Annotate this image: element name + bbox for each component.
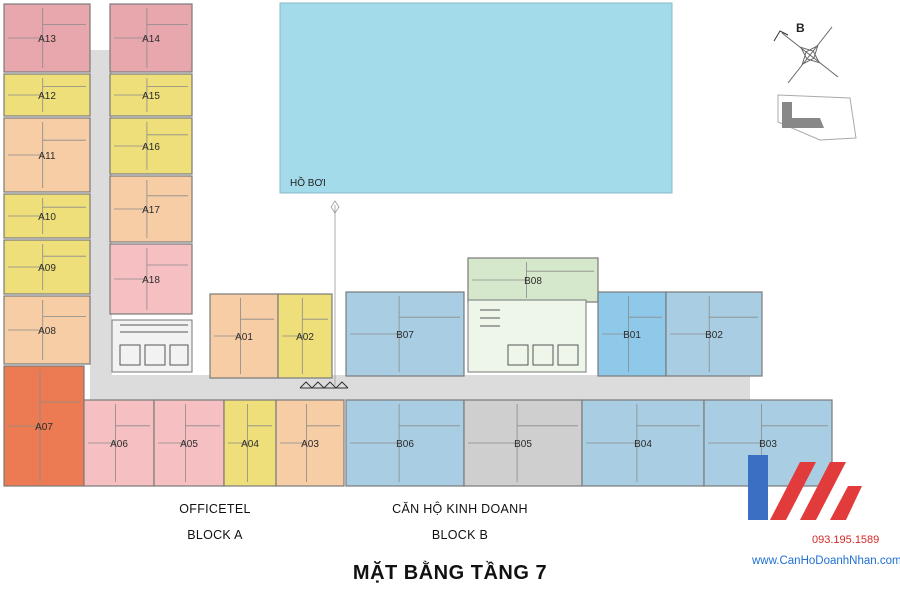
unit-a17: A17 (109, 175, 193, 243)
caption-block-a: BLOCK A (187, 528, 243, 542)
unit-a01: A01 (209, 293, 279, 379)
unit-b07: B07 (345, 291, 465, 377)
unit-a03: A03 (275, 399, 345, 487)
unit-label: B05 (514, 439, 532, 450)
unit-label: A01 (235, 332, 253, 343)
unit-b06: B06 (345, 399, 465, 487)
unit-label: B02 (705, 330, 723, 341)
unit-a18: A18 (109, 243, 193, 315)
pool-label: HỒ BƠI (290, 176, 326, 189)
caption-officetel: OFFICETEL (179, 502, 251, 516)
unit-label: A16 (142, 142, 160, 153)
swimming-pool (279, 2, 673, 194)
caption-can-ho-kinh-doanh: CĂN HỘ KINH DOANH (392, 502, 528, 516)
unit-walls (8, 244, 86, 290)
unit-a07: A07 (3, 365, 85, 487)
unit-label: B04 (634, 439, 652, 450)
core-block-b (467, 299, 587, 373)
unit-label: A12 (38, 91, 56, 102)
unit-walls (8, 8, 86, 68)
unit-b02: B02 (665, 291, 763, 377)
unit-label: B08 (524, 276, 542, 287)
unit-walls (114, 180, 188, 238)
unit-walls (8, 122, 86, 188)
unit-a04: A04 (223, 399, 277, 487)
unit-walls (350, 296, 460, 372)
unit-walls (114, 78, 188, 112)
unit-walls (8, 198, 86, 234)
unit-label: A18 (142, 275, 160, 286)
watermark-logo-icon (748, 455, 862, 520)
watermark-site: www.CanHoDoanhNhan.com (752, 555, 900, 567)
unit-a06: A06 (83, 399, 155, 487)
unit-label: A09 (38, 263, 56, 274)
unit-label: A07 (35, 422, 53, 433)
axis-marker-icon (330, 200, 340, 214)
unit-label: B01 (623, 330, 641, 341)
unit-walls (114, 122, 188, 170)
unit-a05: A05 (153, 399, 225, 487)
unit-walls (468, 404, 578, 482)
unit-b08: B08 (467, 257, 599, 303)
unit-a12: A12 (3, 73, 91, 117)
corridor-vertical (90, 50, 112, 400)
unit-label: A03 (301, 439, 319, 450)
unit-a11: A11 (3, 117, 91, 193)
unit-label: B06 (396, 439, 414, 450)
unit-b05: B05 (463, 399, 583, 487)
unit-label: A02 (296, 332, 314, 343)
unit-a02: A02 (277, 293, 333, 379)
site-key-plan-icon (777, 94, 857, 141)
unit-walls (8, 370, 80, 482)
unit-a15: A15 (109, 73, 193, 117)
unit-label: A11 (38, 151, 55, 162)
unit-walls (670, 296, 758, 372)
unit-walls (350, 404, 460, 482)
unit-walls (280, 404, 340, 482)
unit-label: A13 (38, 34, 56, 45)
compass-rose-icon (773, 26, 839, 84)
unit-label: A14 (142, 34, 160, 45)
corridor-horizontal (90, 375, 750, 400)
unit-label: B03 (759, 439, 777, 450)
unit-walls (8, 300, 86, 360)
unit-walls (158, 404, 220, 482)
unit-label: A08 (38, 326, 56, 337)
unit-a14: A14 (109, 3, 193, 73)
unit-label: A04 (241, 439, 259, 450)
unit-b04: B04 (581, 399, 705, 487)
compass-label: B (796, 21, 805, 35)
unit-walls (602, 296, 662, 372)
unit-a09: A09 (3, 239, 91, 295)
unit-label: B07 (396, 330, 414, 341)
unit-a10: A10 (3, 193, 91, 239)
unit-walls (214, 298, 274, 374)
caption-block-b: BLOCK B (431, 528, 489, 542)
corridor-stair-marks (299, 381, 349, 389)
unit-walls (114, 248, 188, 310)
unit-walls (586, 404, 700, 482)
page-title: MẶT BẰNG TẦNG 7 (352, 562, 548, 584)
core-block-a (111, 319, 193, 373)
unit-walls (88, 404, 150, 482)
unit-a16: A16 (109, 117, 193, 175)
unit-walls (282, 298, 328, 374)
unit-walls (114, 8, 188, 68)
unit-walls (8, 78, 86, 112)
unit-label: A06 (110, 439, 128, 450)
unit-label: A15 (142, 91, 160, 102)
unit-walls (228, 404, 272, 482)
unit-label: A10 (38, 212, 56, 223)
watermark-phone: 093.195.1589 (812, 534, 880, 546)
unit-label: A05 (180, 439, 198, 450)
unit-label: A17 (142, 205, 160, 216)
unit-walls (472, 262, 594, 298)
unit-b01: B01 (597, 291, 667, 377)
unit-a08: A08 (3, 295, 91, 365)
unit-a13: A13 (3, 3, 91, 73)
